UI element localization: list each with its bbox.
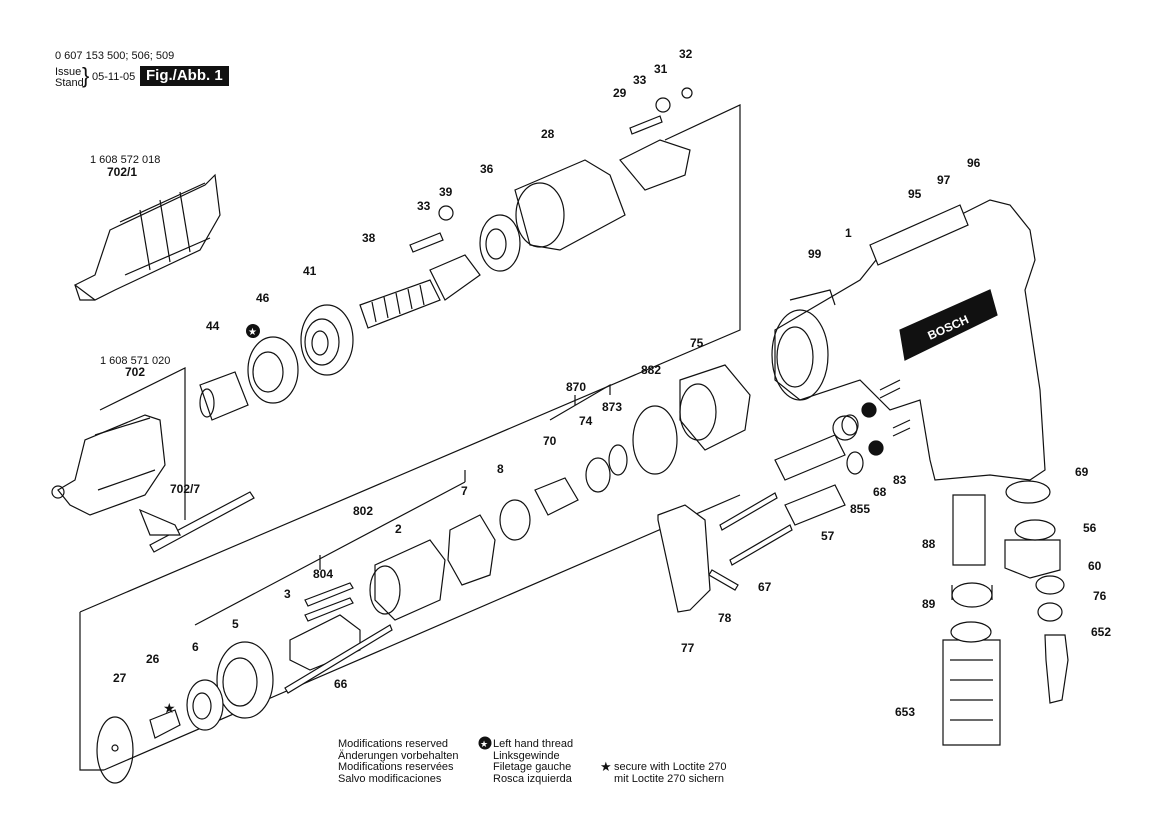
label-46: 46 [256, 291, 270, 305]
label-76: 76 [1093, 589, 1107, 603]
label-870: 870 [566, 380, 586, 394]
label-653: 653 [895, 705, 915, 719]
keyed-chuck-ref: 702 [125, 365, 145, 379]
label-26: 26 [146, 652, 160, 666]
label-77: 77 [681, 641, 695, 655]
chuck-key [138, 491, 255, 553]
label-38: 38 [362, 231, 376, 245]
chuck-key-ref: 702/7 [170, 482, 200, 496]
label-7: 7 [461, 484, 468, 498]
label-8: 8 [497, 462, 504, 476]
stand-label: Stand [55, 77, 84, 89]
legend-mod-es: Salvo modificaciones [338, 772, 442, 785]
legend-lht-fr: Filetage gauche [493, 761, 572, 773]
label-74: 74 [579, 414, 593, 428]
brace-symbol: } [82, 63, 90, 88]
label-96: 96 [967, 156, 981, 170]
legend-mod-de: Änderungen vorbehalten [338, 749, 459, 762]
legend-modifications: Modifications reserved Änderungen vorbeh… [338, 738, 459, 785]
figure-label: Fig./Abb. 1 [140, 66, 229, 86]
label-60: 60 [1088, 559, 1102, 573]
svg-text:★: ★ [480, 740, 488, 750]
left-hand-thread-marker: ★ [246, 324, 260, 338]
legend-lht-en: Left hand thread [493, 738, 574, 750]
label-27: 27 [113, 671, 127, 685]
label-99: 99 [808, 247, 822, 261]
label-68: 68 [873, 485, 887, 499]
label-652: 652 [1091, 625, 1111, 639]
keyless-chuck-part-no: 1 608 572 018 [90, 154, 160, 166]
label-855: 855 [850, 502, 870, 516]
model-numbers: 0 607 153 500; 506; 509 [55, 50, 175, 62]
legend-left-hand-thread: Left hand thread Linksgewinde Filetage g… [493, 738, 574, 785]
label-39: 39 [439, 185, 453, 199]
label-28: 28 [541, 127, 555, 141]
label-67: 67 [758, 580, 772, 594]
label-5: 5 [232, 617, 239, 631]
legend-mod-en: Modifications reserved [338, 738, 449, 750]
label-31: 31 [654, 62, 668, 76]
legend-mod-fr: Modifications reservées [338, 761, 454, 773]
keyed-chuck [51, 414, 166, 516]
svg-text:★: ★ [248, 327, 257, 338]
label-66: 66 [334, 677, 348, 691]
legend-loctite-en: secure with Loctite 270 [614, 761, 727, 773]
label-78: 78 [718, 611, 732, 625]
label-57: 57 [821, 529, 835, 543]
keyed-chuck-part-no: 1 608 571 020 [100, 355, 170, 367]
legend-loctite-de: mit Loctite 270 sichern [614, 772, 725, 785]
label-882: 882 [641, 363, 661, 377]
label-32: 32 [679, 47, 693, 61]
label-56: 56 [1083, 521, 1097, 535]
legend-lht-es: Rosca izquierda [493, 772, 572, 785]
label-804: 804 [313, 567, 333, 581]
chuck-leader-lines [99, 367, 186, 520]
label-802: 802 [353, 504, 373, 518]
label-6: 6 [192, 640, 199, 654]
keyless-chuck [73, 173, 221, 301]
legend-loctite: secure with Loctite 270 mit Loctite 270 … [614, 761, 727, 785]
issue-date: 05-11-05 [92, 71, 136, 83]
label-33b: 33 [417, 199, 431, 213]
label-873: 873 [602, 400, 622, 414]
legend-lht-de: Linksgewinde [493, 749, 560, 762]
label-29: 29 [613, 86, 627, 100]
label-83: 83 [893, 473, 907, 487]
label-95: 95 [908, 187, 922, 201]
label-97: 97 [937, 173, 951, 187]
label-88: 88 [922, 537, 936, 551]
label-1: 1 [845, 226, 852, 240]
label-36: 36 [480, 162, 494, 176]
label-75: 75 [690, 336, 704, 350]
label-44: 44 [206, 319, 220, 333]
drill-housing [771, 199, 1046, 481]
keyless-chuck-ref: 702/1 [107, 165, 137, 179]
loctite-star-icon: ★ [600, 760, 612, 775]
label-70: 70 [543, 434, 557, 448]
label-69: 69 [1075, 465, 1089, 479]
loctite-star-marker: ★ [163, 701, 176, 717]
label-3: 3 [284, 587, 291, 601]
issue-label: Issue [55, 66, 82, 78]
part-labels: 32 31 33 29 28 36 39 33 38 41 46 44 96 9… [90, 47, 1111, 719]
label-41: 41 [303, 264, 317, 278]
left-hand-thread-icon: ★ [478, 736, 492, 753]
label-89: 89 [922, 597, 936, 611]
label-33: 33 [633, 73, 647, 87]
label-2: 2 [395, 522, 402, 536]
